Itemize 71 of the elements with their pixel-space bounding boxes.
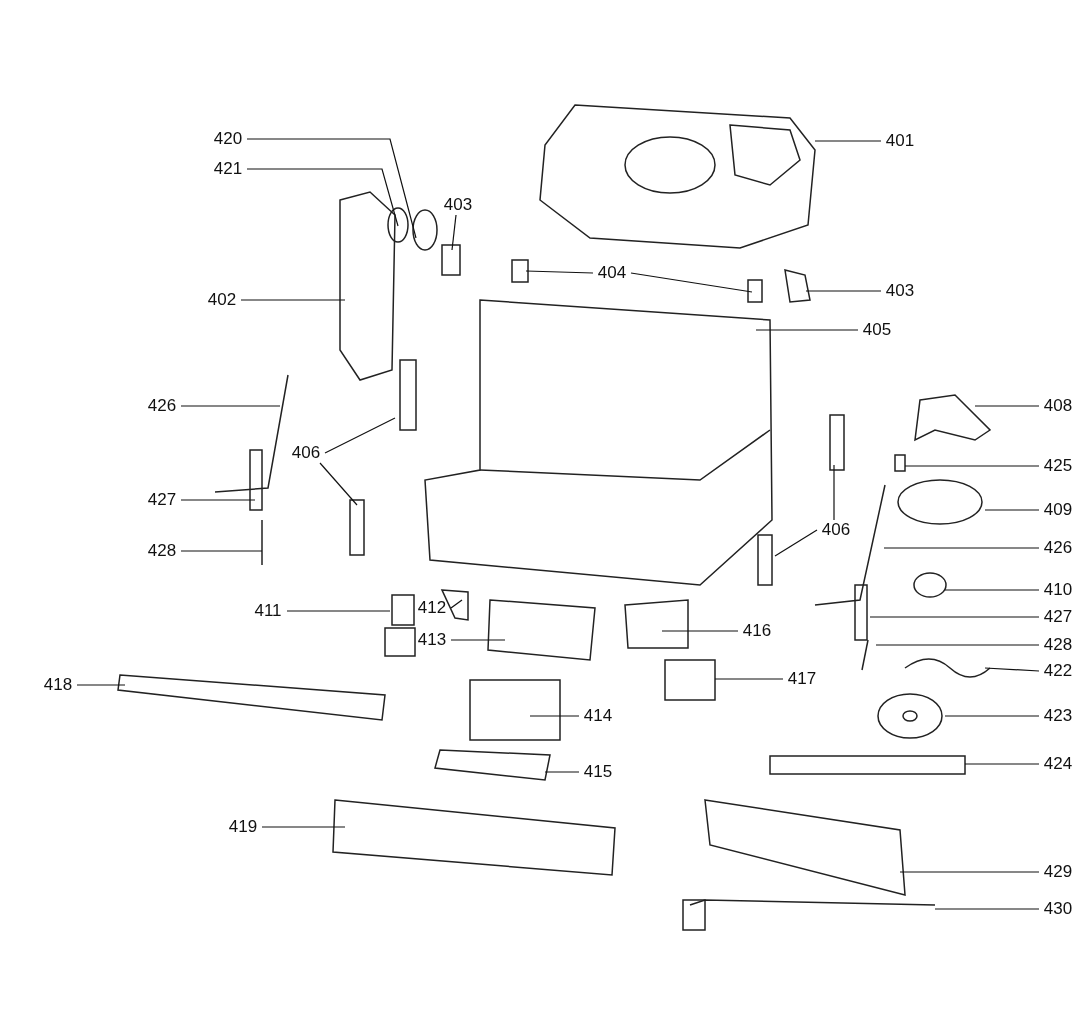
leader-line xyxy=(904,465,1040,467)
leader-line xyxy=(774,529,818,557)
callout-number: 403 xyxy=(885,282,915,300)
leader-line xyxy=(974,405,1040,407)
callout-number: 426 xyxy=(1043,539,1073,557)
leader-line xyxy=(661,630,739,632)
callout-number: 427 xyxy=(1043,608,1073,626)
callout-number: 423 xyxy=(1043,707,1073,725)
callout-number: 410 xyxy=(1043,581,1073,599)
callout-number: 424 xyxy=(1043,755,1073,773)
leader-line xyxy=(944,715,1040,717)
leader-line xyxy=(899,871,1040,873)
callout-number: 417 xyxy=(787,670,817,688)
leader-line xyxy=(240,299,346,301)
leader-line xyxy=(984,667,1040,672)
leader-line xyxy=(319,462,358,506)
leader-line xyxy=(525,270,594,274)
leader-line xyxy=(869,616,1040,618)
leader-line xyxy=(964,763,1040,765)
callout-number: 419 xyxy=(228,818,258,836)
callout-number: 412 xyxy=(417,599,447,617)
callout-number: 422 xyxy=(1043,662,1073,680)
callout-number: 427 xyxy=(147,491,177,509)
callout-number: 428 xyxy=(147,542,177,560)
callout-number: 428 xyxy=(1043,636,1073,654)
leader-line xyxy=(944,589,1040,591)
leader-line xyxy=(450,639,506,641)
leader-line xyxy=(814,140,882,142)
leader-line xyxy=(875,644,1040,646)
leader-line xyxy=(451,214,457,251)
leader-line xyxy=(714,678,784,680)
leader-line xyxy=(934,908,1040,910)
callout-number: 414 xyxy=(583,707,613,725)
callout-number: 415 xyxy=(583,763,613,781)
callout-number: 430 xyxy=(1043,900,1073,918)
leader-line xyxy=(450,599,463,609)
leader-line xyxy=(544,771,580,773)
leader-line xyxy=(833,464,835,521)
callout-number: 408 xyxy=(1043,397,1073,415)
callout-number: 413 xyxy=(417,631,447,649)
callout-number: 401 xyxy=(885,132,915,150)
leader-line xyxy=(755,329,859,331)
leader-line xyxy=(180,499,256,501)
callout-number: 418 xyxy=(43,676,73,694)
leader-line xyxy=(246,138,417,239)
callout-number: 421 xyxy=(213,160,243,178)
leader-line xyxy=(805,290,882,292)
callout-number: 420 xyxy=(213,130,243,148)
leader-line xyxy=(630,272,753,293)
leader-line xyxy=(984,509,1040,511)
callout-number: 406 xyxy=(291,444,321,462)
callout-number: 404 xyxy=(597,264,627,282)
callout-number: 416 xyxy=(742,622,772,640)
leader-line xyxy=(180,405,281,407)
callout-number: 429 xyxy=(1043,863,1073,881)
callout-number: 411 xyxy=(254,602,282,620)
callout-number: 425 xyxy=(1043,457,1073,475)
callout-number: 426 xyxy=(147,397,177,415)
leader-line xyxy=(76,684,126,686)
callout-number: 406 xyxy=(821,521,851,539)
leader-line xyxy=(529,715,580,717)
leader-line xyxy=(246,168,399,227)
callout-number: 402 xyxy=(207,291,237,309)
leader-line xyxy=(180,550,263,552)
callout-number: 403 xyxy=(443,196,473,214)
leader-line xyxy=(883,547,1040,549)
leader-line xyxy=(324,417,396,454)
leader-line xyxy=(261,826,346,828)
callout-number: 405 xyxy=(862,321,892,339)
leader-line xyxy=(286,610,391,612)
callout-number: 409 xyxy=(1043,501,1073,519)
